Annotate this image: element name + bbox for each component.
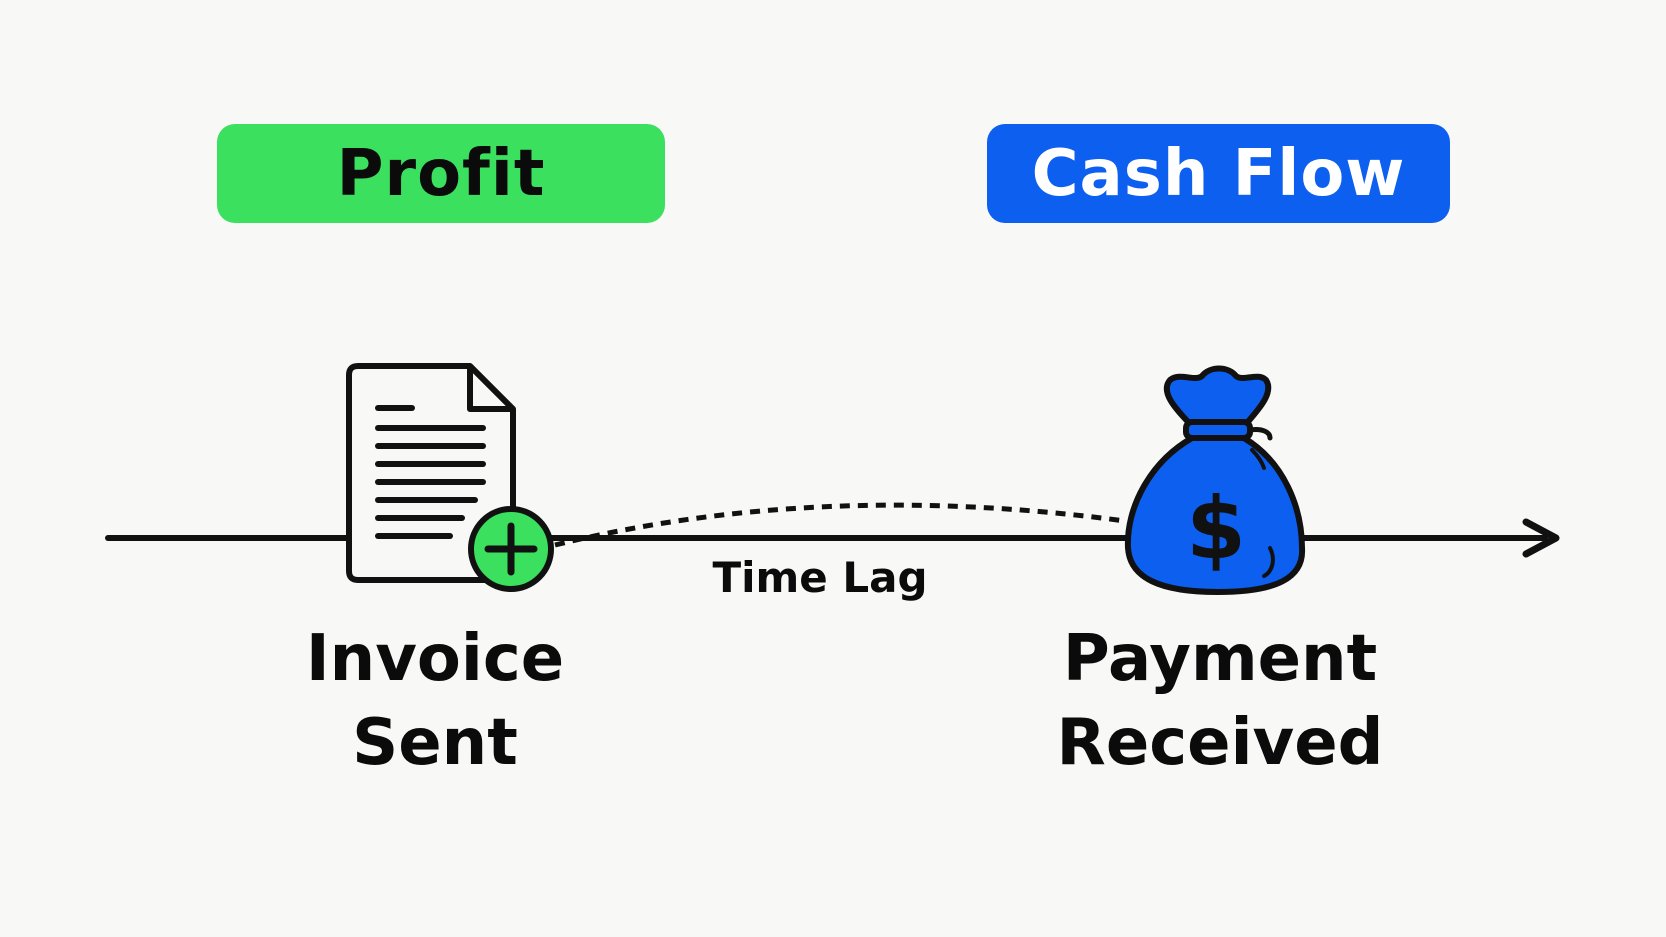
payment-received-caption: Payment Received xyxy=(1056,622,1384,780)
time-lag-label: Time Lag xyxy=(712,553,928,602)
document-icon xyxy=(346,363,516,583)
profit-label: Profit xyxy=(336,136,546,211)
invoice-sent-caption: Invoice Sent xyxy=(305,622,565,780)
cash-flow-label-pill: Cash Flow xyxy=(987,124,1450,223)
dollar-sign: $ xyxy=(1186,479,1246,579)
money-bag-icon: $ xyxy=(1124,365,1306,595)
plus-circle-icon xyxy=(468,506,554,592)
profit-label-pill: Profit xyxy=(217,124,665,223)
timeline-arrowhead-icon xyxy=(1522,518,1560,558)
time-lag-curve xyxy=(554,502,1126,548)
cash-flow-label: Cash Flow xyxy=(1031,136,1406,211)
